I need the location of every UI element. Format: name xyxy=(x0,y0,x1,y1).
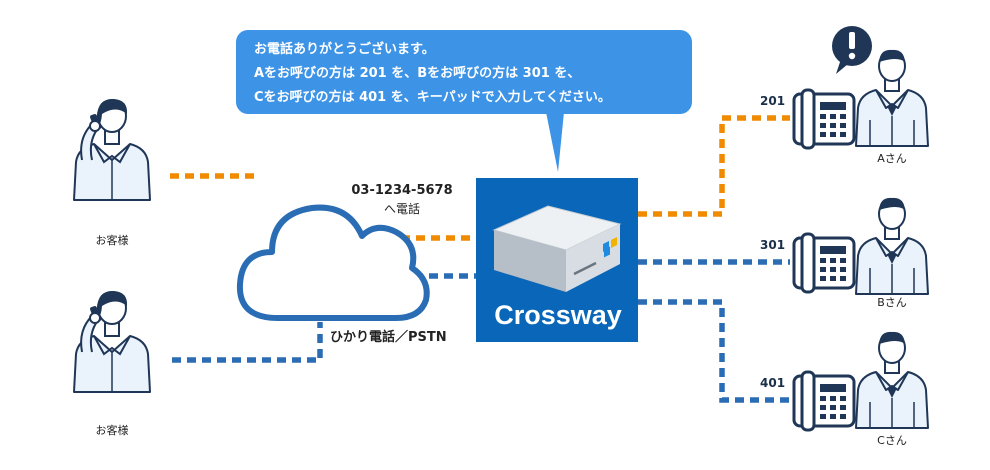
announcement-line-2: Aをお呼びの方は 201 を、Bをお呼びの方は 301 を、 xyxy=(254,66,581,81)
cloud-icon xyxy=(236,204,430,321)
person-icon-a xyxy=(855,48,929,147)
person-c-label: Cさん xyxy=(877,434,907,447)
call-target-suffix: へ電話 xyxy=(383,202,420,216)
announcement-line-1: お電話ありがとうございます。 xyxy=(254,42,435,57)
line-caller2 xyxy=(172,322,323,363)
caller-1-label: お客様 xyxy=(95,234,129,247)
announcement-line-3: Cをお呼びの方は 401 を、キーパッドで入力してください。 xyxy=(254,90,611,105)
extension-401-label: 401 xyxy=(760,376,786,390)
pbx-brand: Crossway xyxy=(494,300,622,330)
line-cloud-pbx-blue xyxy=(417,273,476,282)
pbx-device-icon xyxy=(492,205,622,292)
exclamation-icon xyxy=(832,26,872,74)
caller-2-label: お客様 xyxy=(95,424,129,437)
desk-phone-icon-301 xyxy=(792,232,856,294)
announcement-text: お電話ありがとうございます。 Aをお呼びの方は 201 を、Bをお呼びの方は 3… xyxy=(254,38,684,110)
pbx-panel xyxy=(476,178,638,342)
call-target: 03-1234-5678 へ電話 xyxy=(332,182,472,218)
person-icon-b xyxy=(855,196,929,295)
desk-phone-icon-201 xyxy=(792,88,856,150)
desk-phone-icon-401 xyxy=(792,370,856,432)
caller-1-icon xyxy=(73,97,151,201)
extension-301-label: 301 xyxy=(760,238,786,252)
caller-2-icon xyxy=(73,289,151,393)
person-a-label: Aさん xyxy=(877,152,907,165)
line-pbx-201 xyxy=(638,115,790,217)
person-b-label: Bさん xyxy=(877,296,907,309)
person-icon-c xyxy=(855,330,929,429)
extension-201-label: 201 xyxy=(760,94,786,108)
network-label: ひかり電話／PSTN xyxy=(330,330,447,345)
line-pbx-401 xyxy=(638,299,790,403)
announcement-bubble xyxy=(236,30,692,172)
call-target-number: 03-1234-5678 xyxy=(351,183,453,198)
